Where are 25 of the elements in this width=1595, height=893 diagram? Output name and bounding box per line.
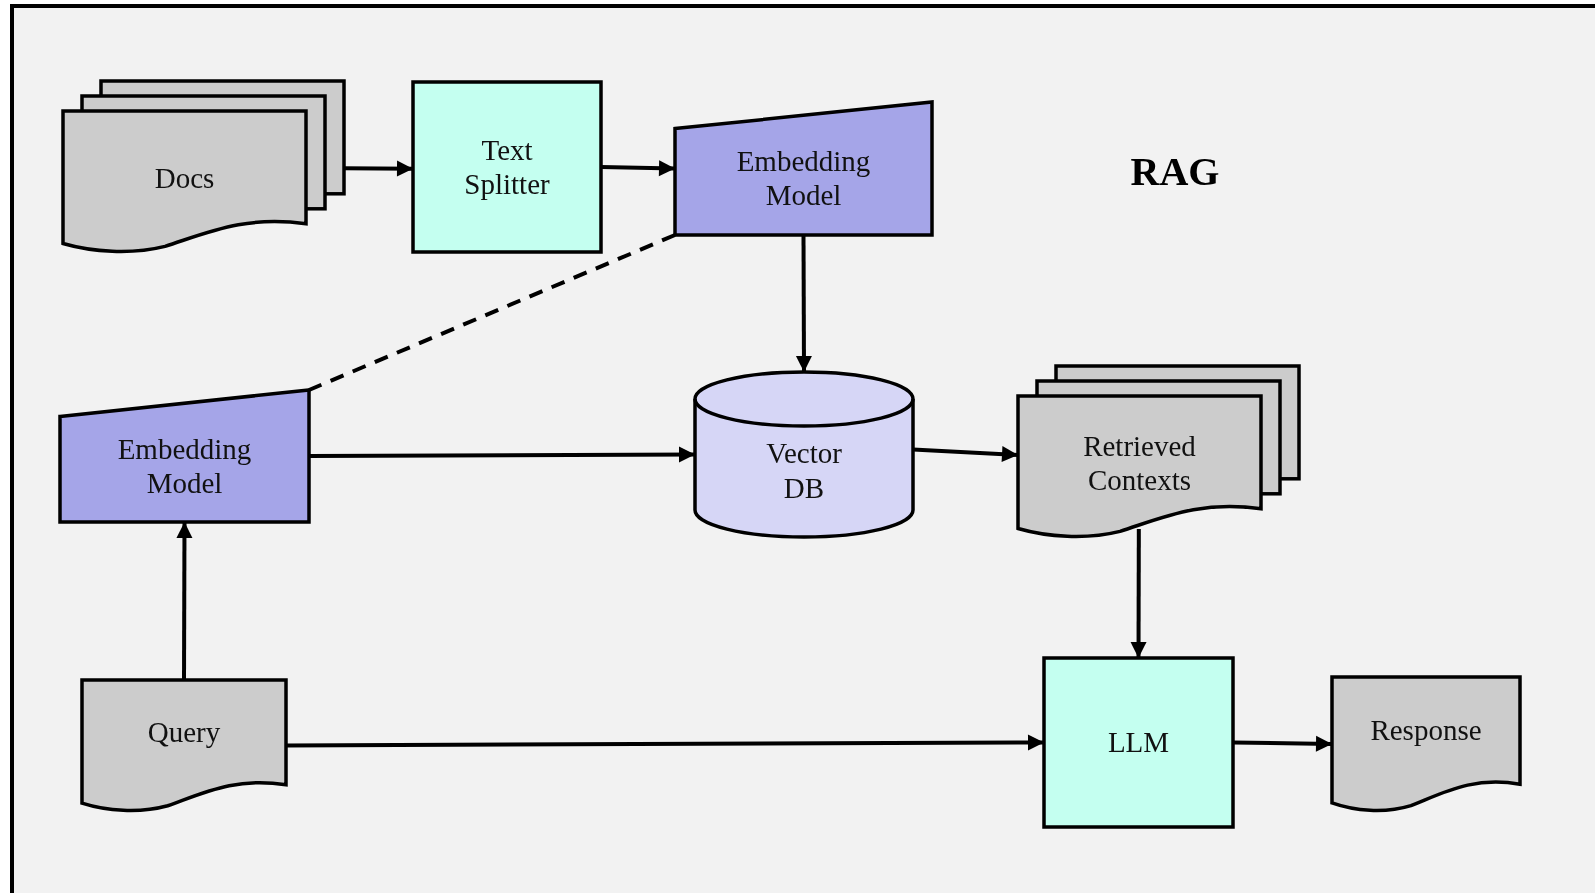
document-shape — [82, 680, 286, 811]
document-stack — [63, 81, 344, 252]
arrow — [176, 522, 193, 680]
document-shape — [1332, 677, 1520, 811]
node-label: Embedding Model — [735, 144, 872, 213]
node-label: Query — [146, 715, 222, 750]
node-label: Retrieved Contexts — [1082, 429, 1197, 498]
arrow — [1130, 529, 1147, 658]
arrow — [344, 160, 413, 177]
node-label: LLM — [1106, 725, 1171, 760]
node-label: Vector DB — [765, 436, 843, 505]
manual-input-shape — [60, 390, 309, 522]
arrow — [795, 235, 812, 372]
document-stack — [1018, 366, 1299, 537]
node-label: Text Splitter — [463, 132, 551, 202]
process-box — [1044, 658, 1233, 827]
node-label: Response — [1369, 713, 1483, 748]
diagram-title: RAG — [1129, 148, 1221, 195]
database-cylinder — [695, 372, 913, 537]
arrow — [1232, 735, 1333, 752]
node-label: Docs — [153, 161, 216, 196]
node-label: Embedding Model — [116, 431, 253, 501]
process-box — [413, 82, 601, 252]
arrow — [600, 160, 676, 177]
manual-input-shape — [675, 102, 932, 235]
